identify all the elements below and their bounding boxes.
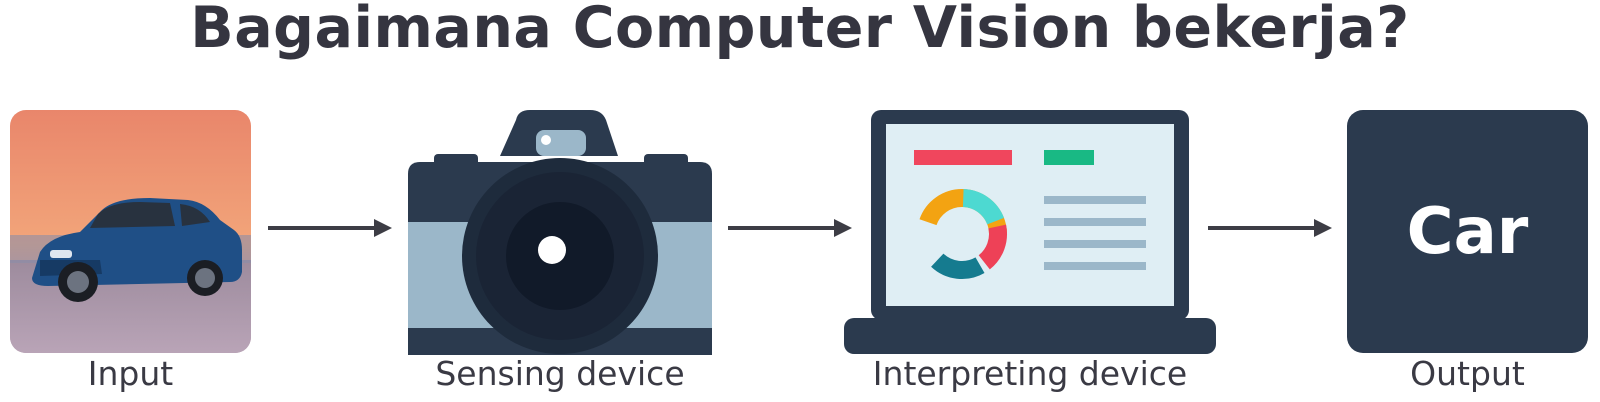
input-label: Input: [87, 354, 174, 393]
input-image: [10, 110, 251, 353]
arrow-icon: [268, 219, 392, 237]
sensing-device-label: Sensing device: [435, 354, 685, 393]
output-label: Output: [1410, 354, 1525, 393]
output-box: Car: [1347, 110, 1588, 353]
car-photo-icon: [10, 110, 251, 353]
laptop-icon: [844, 110, 1216, 354]
output-value: Car: [1406, 194, 1529, 269]
arrow-icon: [1208, 219, 1332, 237]
sensing-device: [408, 110, 712, 355]
interpreting-device: [844, 110, 1216, 354]
interpreting-device-label: Interpreting device: [872, 354, 1188, 393]
camera-icon: [408, 110, 712, 355]
diagram-title: Bagaimana Computer Vision bekerja?: [190, 0, 1410, 61]
arrow-icon: [728, 219, 852, 237]
